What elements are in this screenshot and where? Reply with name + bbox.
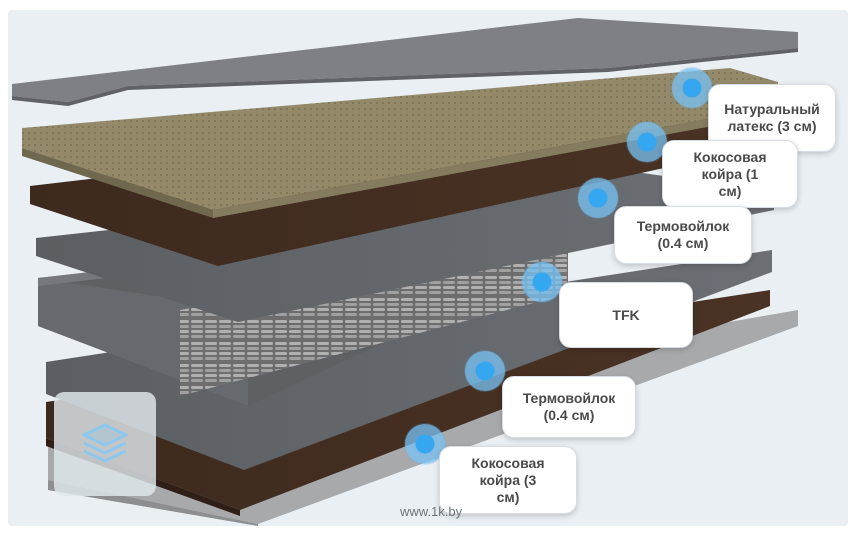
natural-latex-layer bbox=[22, 68, 778, 210]
hotspot-coconut-coir-1[interactable] bbox=[627, 122, 667, 162]
hotspot-natural-latex[interactable] bbox=[672, 68, 712, 108]
label-coconut-coir-3: Кокосовая койра (3 см) bbox=[439, 446, 577, 514]
hotspot-tfk[interactable] bbox=[522, 262, 562, 302]
watermark: www.1k.by bbox=[400, 504, 463, 519]
layers-icon bbox=[82, 423, 128, 463]
label-felt-top: Термовойлок (0.4 см) bbox=[614, 206, 752, 264]
label-felt-bottom: Термовойлок (0.4 см) bbox=[502, 376, 636, 438]
label-coconut-coir-1: Кокосовая койра (1 см) bbox=[662, 140, 798, 208]
hotspot-coconut-coir-3[interactable] bbox=[405, 424, 445, 464]
hotspot-felt-bottom[interactable] bbox=[465, 351, 505, 391]
mattress-layers-viewer: Натуральный латекс (3 см) Кокосовая койр… bbox=[8, 10, 848, 526]
label-tfk: TFK bbox=[559, 282, 693, 348]
layers-toggle-button[interactable] bbox=[54, 392, 156, 496]
top-cover-layer bbox=[12, 18, 798, 102]
hotspot-felt-top[interactable] bbox=[578, 178, 618, 218]
